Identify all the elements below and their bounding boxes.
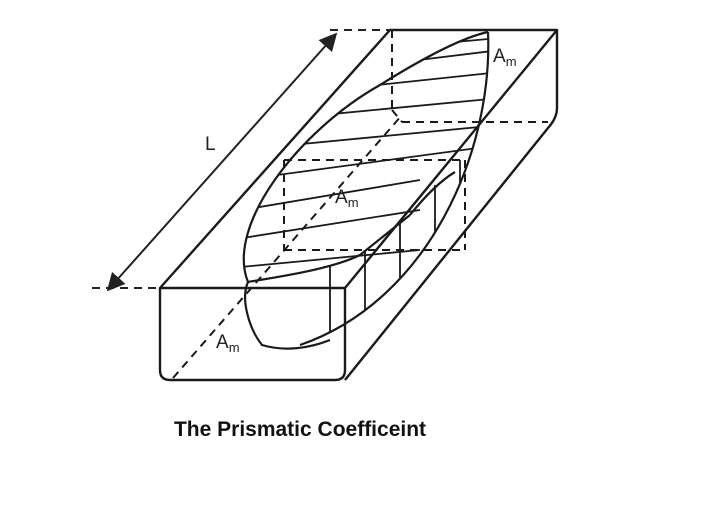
midship-area-label-bottom: Am bbox=[216, 332, 240, 355]
midship-area-label-middle: Am bbox=[335, 187, 359, 210]
hull-body bbox=[242, 30, 490, 350]
hull-stern-profile bbox=[247, 254, 361, 284]
length-arrow bbox=[106, 32, 338, 292]
midship-area-label-top: Am bbox=[493, 46, 517, 69]
length-label: L bbox=[205, 134, 216, 155]
hull-side-outline bbox=[299, 31, 490, 347]
prism-front-face bbox=[158, 288, 347, 382]
hidden-edges bbox=[172, 30, 548, 379]
hull-midship-section bbox=[244, 281, 331, 350]
figure-caption: The Prismatic Coefficeint bbox=[173, 418, 427, 441]
length-dimension bbox=[92, 29, 390, 292]
prism-side-face bbox=[344, 30, 559, 381]
hull-station-lines bbox=[243, 37, 489, 347]
